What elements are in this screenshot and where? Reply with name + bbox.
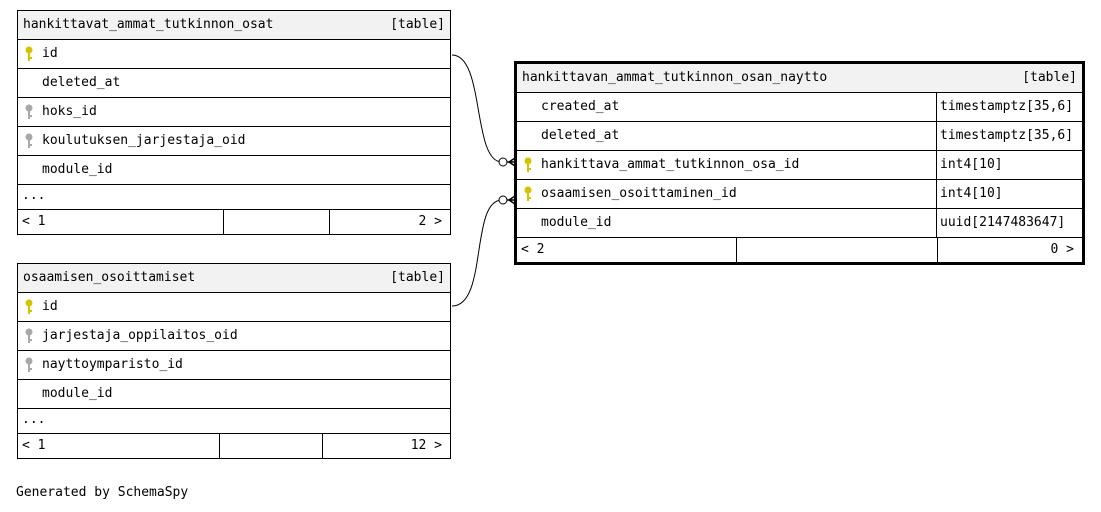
parent-count-link[interactable]: 0 >	[1050, 242, 1074, 257]
footer-divider	[937, 238, 938, 262]
column-row[interactable]: deleted_at timestamptz[35,6]	[517, 122, 1082, 151]
primary-key-icon	[24, 46, 34, 62]
parent-count-link[interactable]: 12 >	[410, 438, 442, 453]
table-kind: [table]	[390, 17, 445, 32]
column-type: int4[10]	[940, 157, 1003, 172]
footer-divider	[736, 238, 737, 262]
table-hankittavan-ammat-tutkinnon-osan-naytto[interactable]: hankittavan_ammat_tutkinnon_osan_naytto …	[514, 61, 1085, 265]
foreign-key-icon	[24, 104, 34, 120]
child-count-link[interactable]: < 1	[22, 214, 46, 229]
primary-key-icon	[24, 299, 34, 315]
footer-divider	[329, 210, 330, 234]
footer-divider	[219, 434, 220, 458]
column-name[interactable]: module_id	[42, 386, 113, 401]
column-type: timestamptz[35,6]	[940, 99, 1074, 114]
column-row[interactable]: id	[18, 40, 450, 69]
column-name[interactable]: nayttoymparisto_id	[42, 357, 183, 372]
relationship-optional-marker	[498, 195, 508, 205]
footer-divider	[322, 434, 323, 458]
table-osaamisen-osoittamiset[interactable]: osaamisen_osoittamiset [table] id jarjest…	[17, 263, 451, 459]
column-row[interactable]: osaamisen_osoittaminen_id int4[10]	[517, 180, 1082, 209]
column-name[interactable]: deleted_at	[541, 128, 620, 143]
column-row[interactable]: jarjestaja_oppilaitos_oid	[18, 322, 450, 351]
column-row[interactable]: hankittava_ammat_tutkinnon_osa_id int4[10…	[517, 151, 1082, 180]
column-name[interactable]: id	[42, 46, 58, 61]
table-name[interactable]: osaamisen_osoittamiset	[23, 270, 196, 285]
column-row[interactable]: id	[18, 293, 450, 322]
column-name[interactable]: koulutuksen_jarjestaja_oid	[42, 133, 246, 148]
column-name[interactable]: hankittava_ammat_tutkinnon_osa_id	[541, 157, 800, 172]
column-divider	[936, 93, 937, 121]
more-columns[interactable]: ...	[18, 409, 450, 434]
column-divider	[936, 122, 937, 150]
column-name[interactable]: id	[42, 299, 58, 314]
table-name[interactable]: hankittavat_ammat_tutkinnon_osat	[23, 17, 274, 32]
table-header[interactable]: hankittavan_ammat_tutkinnon_osan_naytto …	[517, 64, 1082, 93]
column-name[interactable]: deleted_at	[42, 75, 121, 90]
column-name[interactable]: hoks_id	[42, 104, 97, 119]
column-name[interactable]: module_id	[42, 162, 113, 177]
table-kind: [table]	[390, 270, 445, 285]
column-name[interactable]: osaamisen_osoittaminen_id	[541, 186, 737, 201]
foreign-key-icon	[24, 357, 34, 373]
column-divider	[936, 209, 937, 237]
parent-count-link[interactable]: 2 >	[418, 214, 442, 229]
column-row[interactable]: hoks_id	[18, 98, 450, 127]
primary-key-icon	[523, 157, 533, 173]
table-header[interactable]: hankittavat_ammat_tutkinnon_osat [table]	[18, 11, 450, 40]
column-row[interactable]: nayttoymparisto_id	[18, 351, 450, 380]
column-type: uuid[2147483647]	[940, 215, 1066, 230]
table-hankittavat-ammat-tutkinnon-osat[interactable]: hankittavat_ammat_tutkinnon_osat [table]…	[17, 10, 451, 235]
generated-by-credit: Generated by SchemaSpy	[16, 485, 189, 500]
relationship-line-hankittavat	[451, 54, 503, 163]
column-row[interactable]: created_at timestamptz[35,6]	[517, 93, 1082, 122]
footer-divider	[223, 210, 224, 234]
column-type: timestamptz[35,6]	[940, 128, 1074, 143]
column-divider	[936, 151, 937, 179]
column-row[interactable]: module_id	[18, 380, 450, 409]
table-footer: < 1 12 >	[18, 434, 450, 458]
column-name[interactable]: module_id	[541, 215, 612, 230]
relationship-line-osaamisen	[451, 199, 503, 307]
column-name[interactable]: jarjestaja_oppilaitos_oid	[42, 328, 238, 343]
column-name[interactable]: created_at	[541, 99, 620, 114]
more-columns[interactable]: ...	[18, 185, 450, 210]
table-name[interactable]: hankittavan_ammat_tutkinnon_osan_naytto	[522, 70, 828, 85]
column-row[interactable]: koulutuksen_jarjestaja_oid	[18, 127, 450, 156]
relationship-optional-marker	[498, 157, 508, 167]
foreign-key-icon	[24, 328, 34, 344]
foreign-key-icon	[24, 133, 34, 149]
child-count-link[interactable]: < 1	[22, 438, 46, 453]
table-kind: [table]	[1022, 70, 1077, 85]
child-count-link[interactable]: < 2	[521, 242, 545, 257]
table-header[interactable]: osaamisen_osoittamiset [table]	[18, 264, 450, 293]
primary-key-icon	[523, 186, 533, 202]
table-footer: < 1 2 >	[18, 210, 450, 234]
table-footer: < 2 0 >	[517, 238, 1082, 262]
column-row[interactable]: deleted_at	[18, 69, 450, 98]
column-type: int4[10]	[940, 186, 1003, 201]
column-row[interactable]: module_id	[18, 156, 450, 185]
column-row[interactable]: module_id uuid[2147483647]	[517, 209, 1082, 238]
column-divider	[936, 180, 937, 208]
